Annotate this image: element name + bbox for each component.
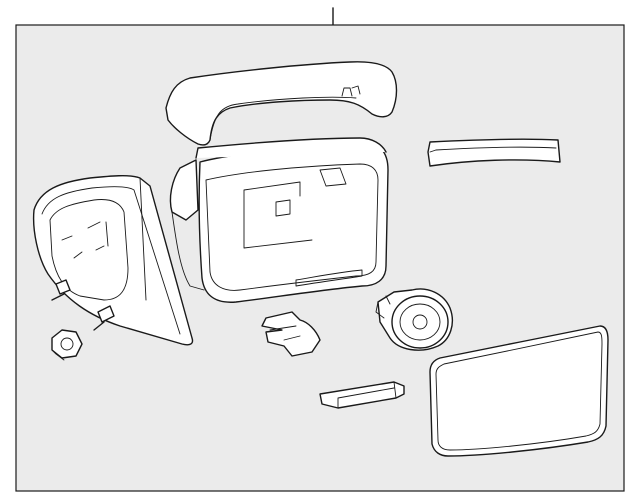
clip-part bbox=[261, 311, 321, 357]
mirror-housing-part bbox=[169, 137, 389, 303]
motor-part bbox=[375, 288, 454, 351]
puddle-lamp-part bbox=[319, 381, 405, 409]
mirror-glass-part bbox=[429, 325, 609, 457]
mounting-bracket-part bbox=[32, 175, 194, 346]
nut-part bbox=[51, 329, 83, 361]
mirror-cap-part bbox=[165, 61, 398, 146]
turn-signal-lamp-part bbox=[427, 138, 561, 167]
